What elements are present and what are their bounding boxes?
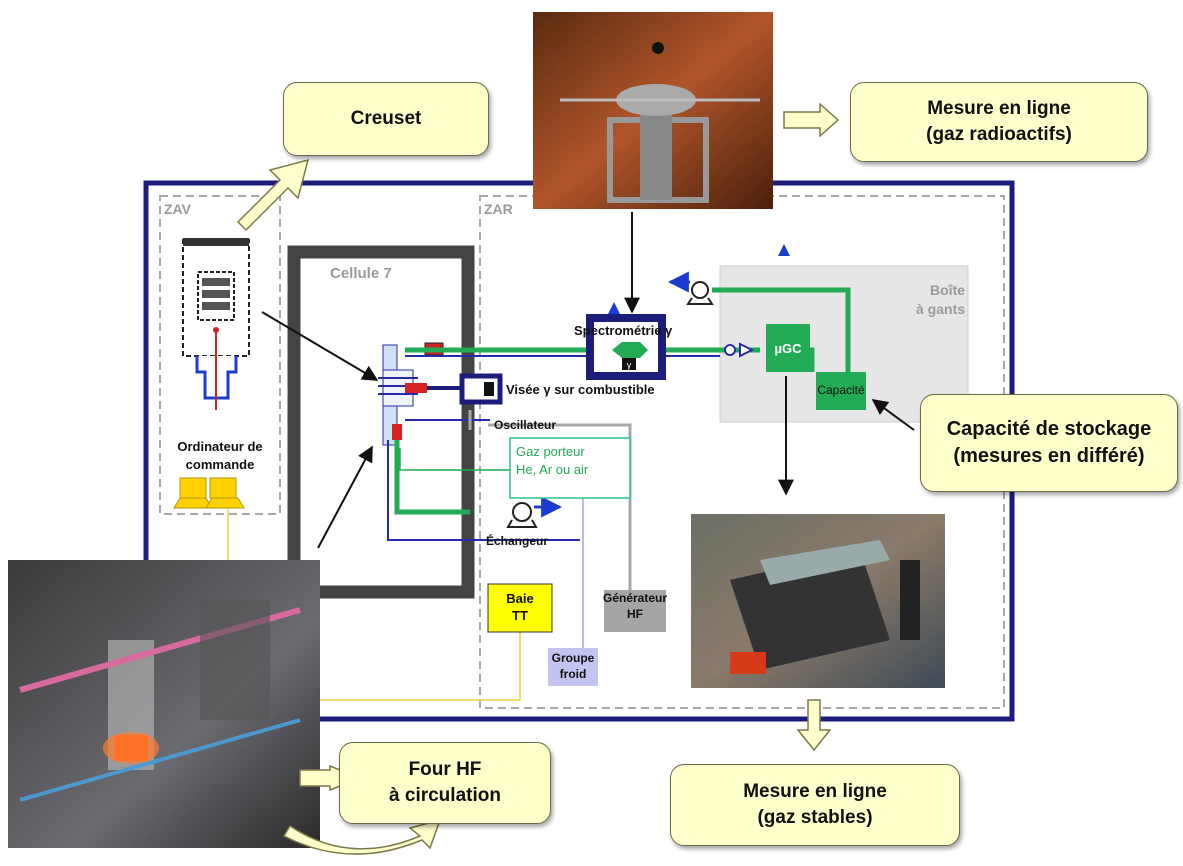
groupe-froid-box <box>548 648 598 686</box>
mesure-stable-callout: Mesure en ligne(gaz stables) <box>670 764 960 846</box>
zar-label: ZAR <box>484 201 513 217</box>
spectro-vent-arrow <box>608 302 620 314</box>
baie-tt-box <box>487 583 553 633</box>
cellule-label: Cellule 7 <box>330 265 392 282</box>
zav-zone <box>159 195 281 515</box>
pump-icon-glovebox <box>686 281 714 305</box>
ugc-label: µGC <box>774 341 802 356</box>
capacite-stockage-callout: Capacité de stockage(mesures en différé) <box>920 394 1178 492</box>
crucible-photo <box>533 12 773 209</box>
visee-label: Visée γ sur combustible <box>506 382 655 397</box>
carrier-gas-line <box>399 448 512 471</box>
furnace-photo <box>8 560 320 848</box>
crucible-schematic <box>182 238 250 410</box>
tt-signal-line <box>318 632 521 701</box>
gamma-symbol: γ <box>627 360 632 370</box>
zav-label: ZAV <box>164 201 191 217</box>
echangeur-label: Échangeur <box>486 534 549 548</box>
capacite-label: Capacité <box>817 383 865 397</box>
computer-icon <box>173 477 245 509</box>
furnace-module <box>378 342 444 446</box>
hf-cables <box>468 410 632 590</box>
creuset-callout: Creuset <box>283 82 489 156</box>
oscillateur-label: Oscillateur <box>494 418 557 432</box>
capacite-box <box>816 372 866 410</box>
cellule-7-walls <box>287 245 475 599</box>
blue-pipes <box>387 355 720 541</box>
ugc-box <box>766 324 810 372</box>
visee-detector <box>459 373 503 405</box>
mesure-radio-callout: Mesure en ligne(gaz radioactifs) <box>850 82 1148 162</box>
generateur-hf-box <box>604 590 666 632</box>
analyzer-photo <box>691 514 945 688</box>
spectro-label: Spectrométrie γ <box>574 323 673 338</box>
gaz-porteur-box <box>509 437 631 499</box>
pump-icon-cell <box>506 502 538 528</box>
glovebox-vent-arrow <box>778 244 790 256</box>
